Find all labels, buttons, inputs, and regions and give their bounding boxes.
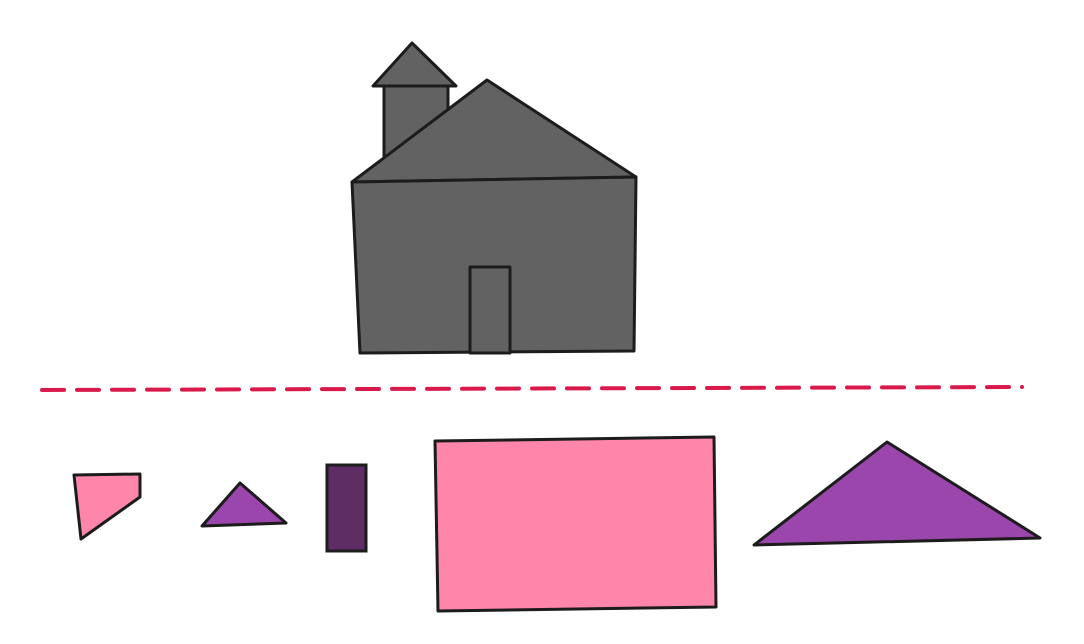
chimney-roof <box>371 41 458 88</box>
small-purple-triangle <box>200 481 288 528</box>
dashed-divider <box>40 385 1024 392</box>
pink-rectangle <box>433 435 718 613</box>
large-purple-triangle <box>752 440 1042 547</box>
door <box>468 265 512 355</box>
pink-trapezoid <box>72 472 142 541</box>
house-wall <box>350 175 638 355</box>
house-figure <box>350 41 638 355</box>
dark-purple-rectangle <box>325 463 368 553</box>
pieces-row <box>72 435 1042 613</box>
